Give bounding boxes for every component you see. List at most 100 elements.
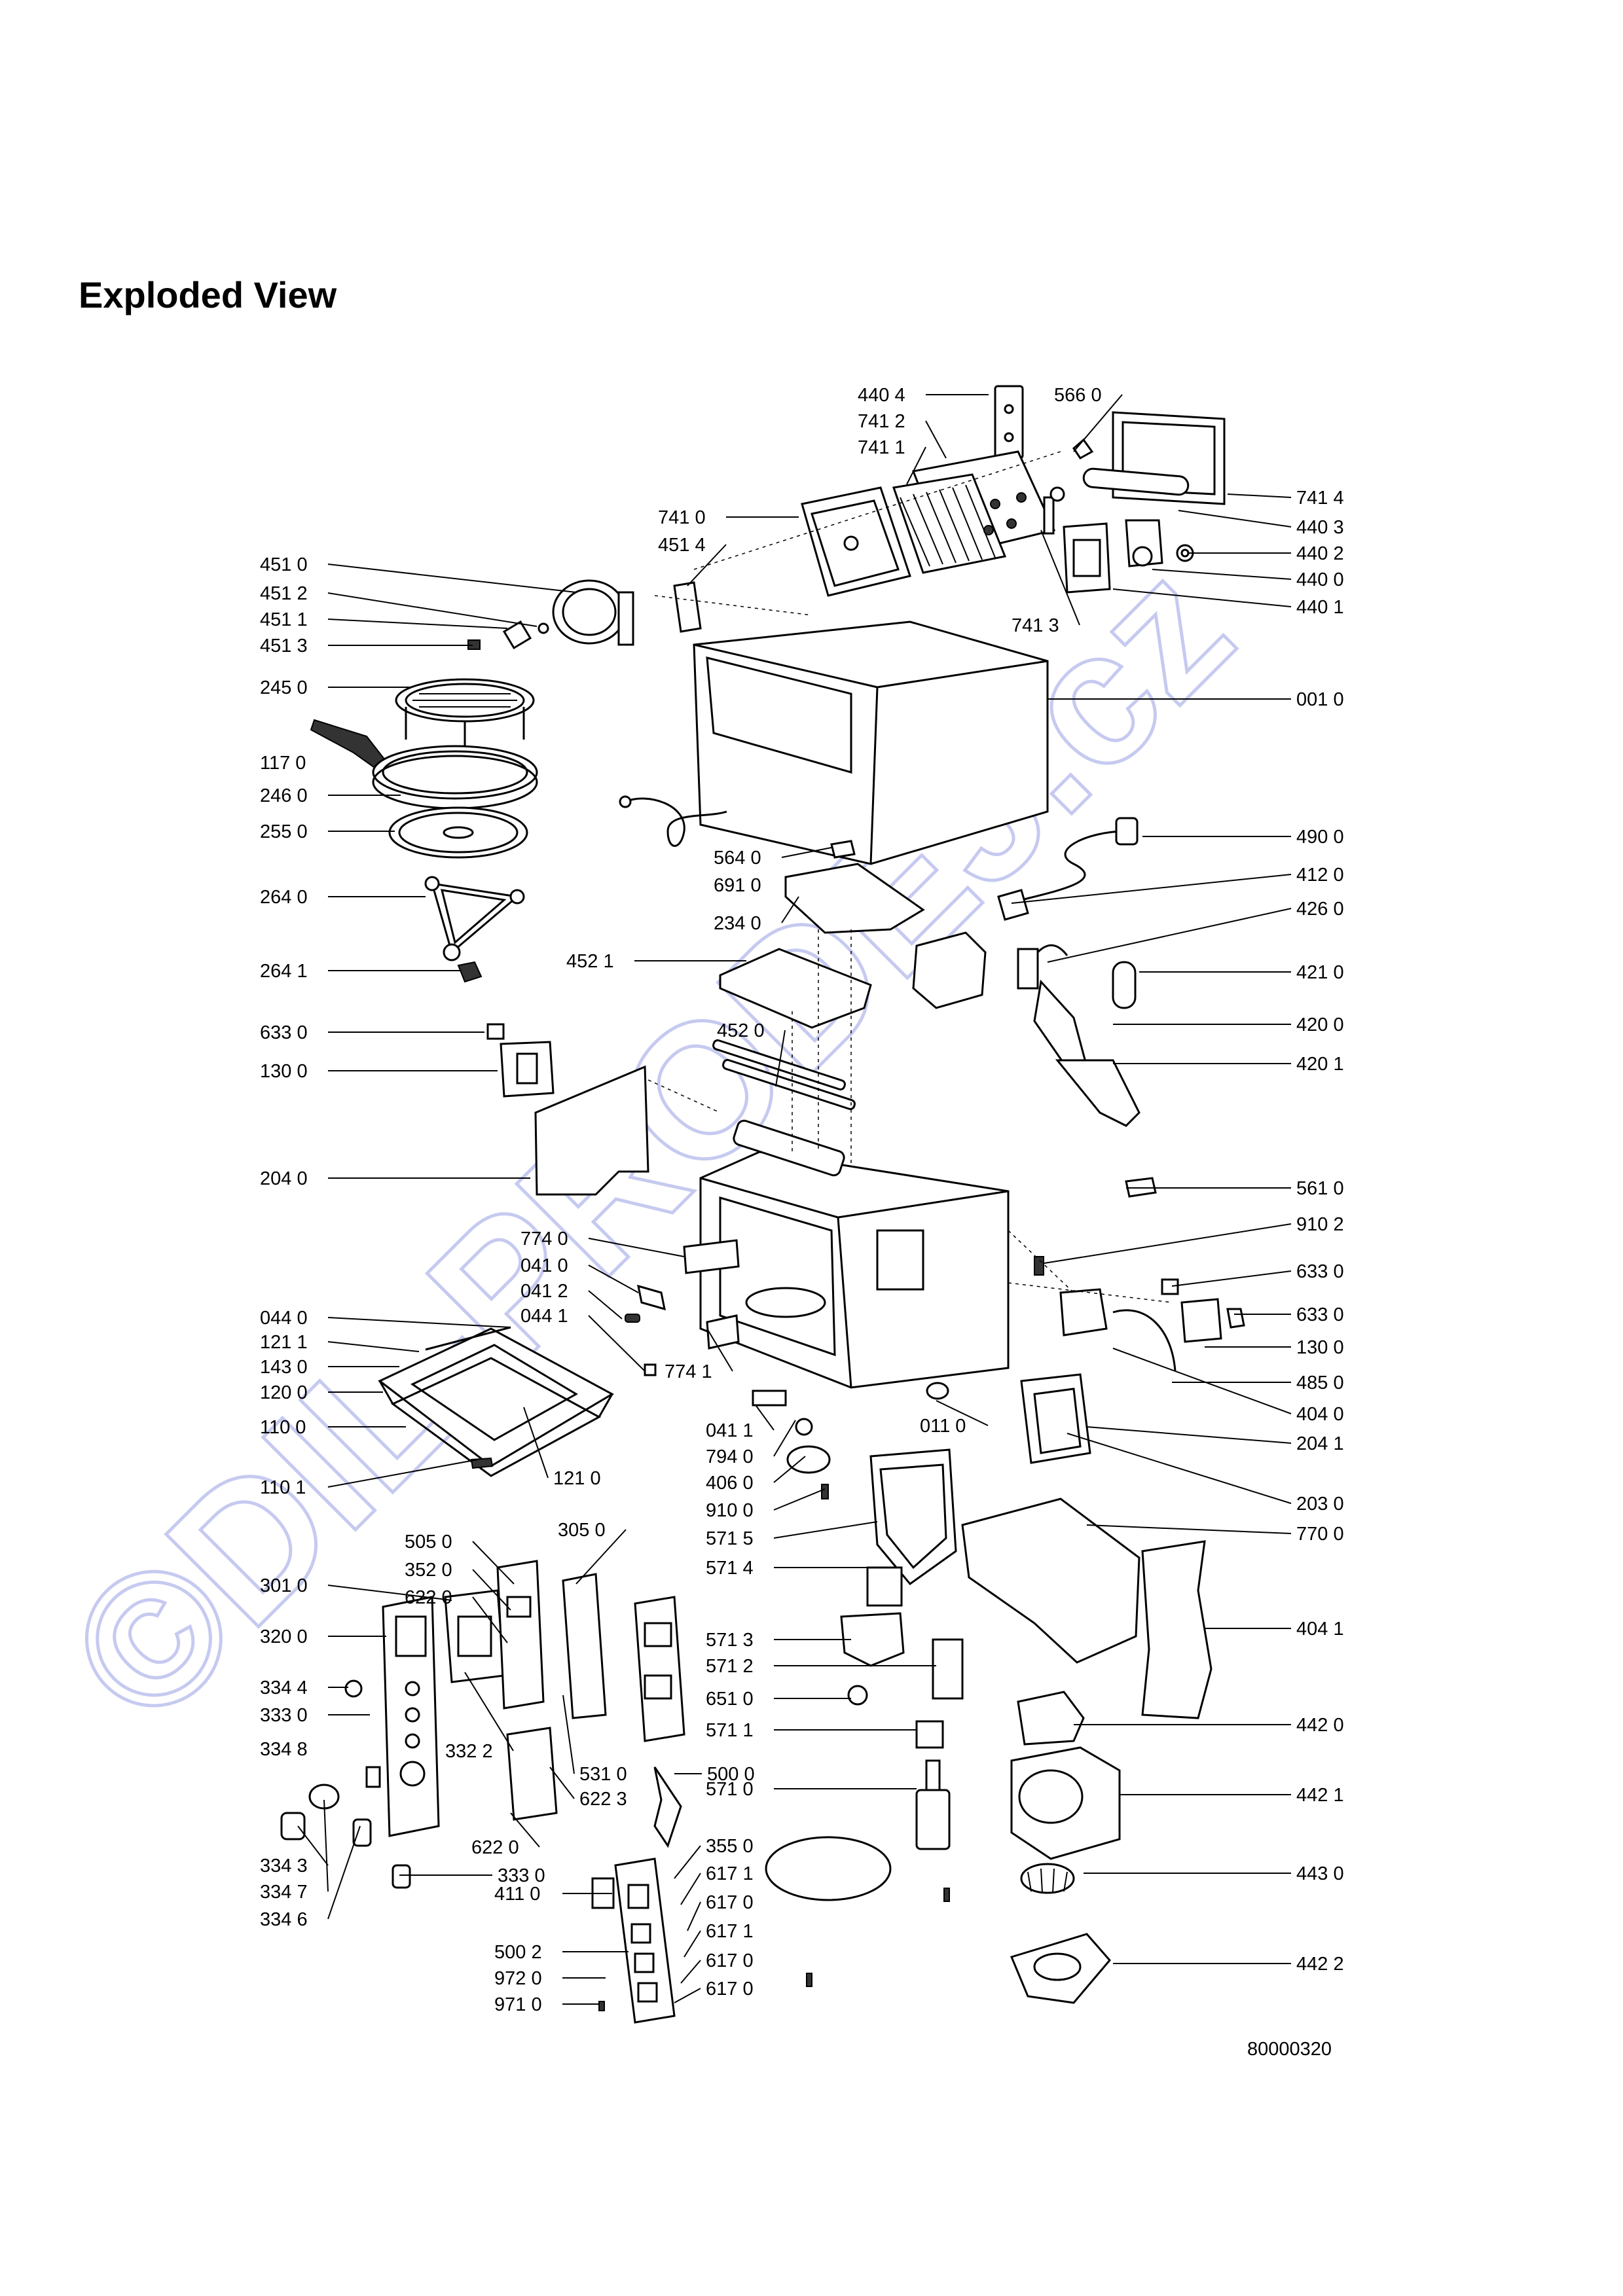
part-lamp (847, 1685, 951, 1850)
part-label-4060: 406 0 (706, 1473, 754, 1494)
part-crisp-pan (310, 719, 538, 810)
part-label-1300b: 130 0 (1296, 1337, 1344, 1358)
part-label-5310: 531 0 (579, 1764, 627, 1785)
part-latch-440 (1063, 519, 1194, 594)
part-cover-2340 (784, 863, 925, 934)
leader-line-4511 (327, 619, 508, 629)
part-label-7740: 774 0 (520, 1229, 568, 1249)
part-label-4210: 421 0 (1296, 962, 1344, 983)
part-ring-4510 (467, 579, 702, 650)
leader-line-2041 (1086, 1426, 1292, 1444)
leader-line-3347 (323, 1799, 329, 1892)
leader-line-3010 (327, 1585, 452, 1601)
part-roller-support (424, 876, 525, 983)
part-label-7414: 741 4 (1296, 488, 1344, 509)
part-label-4403: 440 3 (1296, 517, 1344, 538)
leader-line-9100 (773, 1488, 826, 1511)
part-cavity (699, 1119, 1010, 1389)
leader-line-3520 (472, 1569, 511, 1611)
leader-line-4512 (327, 592, 538, 627)
part-label-5711: 571 1 (706, 1720, 754, 1741)
leader-line-7411 (906, 446, 926, 485)
part-label-4420: 442 0 (1296, 1715, 1344, 1736)
leader-line-6220a (472, 1596, 508, 1643)
part-label-4850: 485 0 (1296, 1372, 1344, 1393)
leader-line-1211 (327, 1341, 420, 1352)
part-switch-right (1034, 1256, 1245, 1372)
part-label-3050: 305 0 (558, 1520, 606, 1541)
part-label-9720: 972 0 (494, 1968, 542, 1989)
part-label-4201: 420 1 (1296, 1054, 1344, 1075)
part-fan-assembly (1010, 1691, 1121, 2004)
part-label-4511: 451 1 (260, 609, 308, 630)
part-control-panel (382, 1589, 505, 1837)
leader-line-6330b (1171, 1270, 1292, 1287)
part-label-4120: 412 0 (1296, 865, 1344, 886)
part-label-3550: 355 0 (706, 1836, 754, 1857)
part-label-7700: 770 0 (1296, 1524, 1344, 1545)
leader-line-5715 (773, 1521, 878, 1539)
part-label-7413: 741 3 (1012, 615, 1059, 636)
leader-line-4401 (1112, 588, 1292, 607)
drawing-number: 80000320 (1247, 2039, 1332, 2060)
part-label-6330a: 633 0 (260, 1022, 308, 1043)
leader-line-7700 (1086, 1524, 1292, 1534)
part-window-assembly (1049, 411, 1226, 505)
leader-line-7413 (1040, 529, 1080, 626)
part-label-4513: 451 3 (260, 636, 308, 656)
part-label-2041: 204 1 (1296, 1433, 1344, 1454)
part-turntable-2550 (388, 806, 528, 859)
leader-line-7741 (706, 1328, 733, 1372)
leader-line-1210 (523, 1407, 549, 1479)
part-label-6330b: 633 0 (1296, 1261, 1344, 1282)
part-cover-2040 (534, 1065, 649, 1196)
leader-line-9102 (1044, 1223, 1292, 1264)
leader-line-4510 (327, 564, 577, 593)
part-label-2030: 203 0 (1296, 1494, 1344, 1515)
part-foot-0110 (926, 1382, 949, 1400)
leader-line-6170b (680, 1960, 701, 1984)
part-label-4260: 426 0 (1296, 899, 1344, 920)
leader-line-3343 (297, 1825, 329, 1866)
part-label-3520: 352 0 (405, 1560, 452, 1581)
leader-line-2340 (781, 896, 799, 924)
part-label-0441: 044 1 (520, 1306, 568, 1327)
part-label-1300a: 130 0 (260, 1061, 308, 1082)
part-label-3347: 334 7 (260, 1882, 308, 1903)
leader-line-3050 (575, 1529, 627, 1585)
part-label-2460: 246 0 (260, 785, 308, 806)
part-label-6220b: 622 0 (471, 1837, 519, 1858)
part-label-6170c: 617 0 (706, 1979, 754, 2000)
part-label-3348: 334 8 (260, 1739, 308, 1760)
part-label-6170a: 617 0 (706, 1892, 754, 1913)
leader-line-0410 (588, 1265, 639, 1293)
part-label-3344: 334 4 (260, 1677, 308, 1698)
leader-line-4060 (773, 1456, 806, 1483)
part-label-2340: 234 0 (714, 913, 761, 934)
part-label-0410: 041 0 (520, 1255, 568, 1276)
part-label-7411: 741 1 (858, 437, 905, 458)
part-heater-plates (801, 450, 1056, 597)
part-label-2040: 204 0 (260, 1168, 308, 1189)
part-label-6220a: 622 0 (405, 1587, 452, 1608)
leader-line-5310 (562, 1695, 575, 1774)
part-label-5610: 561 0 (1296, 1178, 1344, 1199)
leader-line-3346 (327, 1825, 361, 1920)
part-label-3010: 301 0 (260, 1575, 308, 1596)
part-label-1210: 121 0 (553, 1468, 601, 1489)
part-label-0411: 041 1 (706, 1420, 754, 1441)
part-label-3346: 334 6 (260, 1909, 308, 1930)
leader-line-3322 (464, 1672, 514, 1751)
part-label-5640: 564 0 (714, 848, 761, 869)
leader-line-6170c (674, 1988, 701, 2003)
leader-line-3550 (674, 1845, 701, 1879)
part-label-1430: 143 0 (260, 1357, 308, 1378)
part-turntable-motor (786, 1418, 831, 1499)
part-label-2550: 255 0 (260, 821, 308, 842)
part-label-2640: 264 0 (260, 887, 308, 908)
part-hv-components (912, 931, 1140, 1127)
part-label-7940: 794 0 (706, 1446, 754, 1467)
part-label-3330b: 333 0 (498, 1865, 545, 1886)
leader-line-4120 (1011, 874, 1292, 904)
